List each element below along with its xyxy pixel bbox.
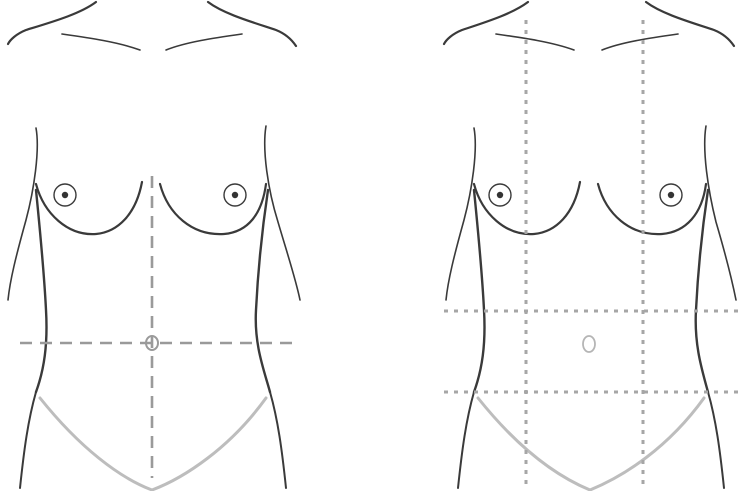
right-breast-right-curve [596, 182, 708, 236]
right-breast-left-curve [472, 180, 582, 236]
right-clavicle-right [601, 33, 679, 51]
left-inner-arm-right [263, 125, 301, 301]
right-nipples [488, 183, 683, 207]
right-nipple-right-dot [667, 191, 675, 199]
left-nipple-left-areola [53, 183, 77, 207]
right-lower-abdomen-curve [476, 396, 706, 491]
right-inner-arm-left [445, 127, 477, 301]
left-nipples [53, 183, 247, 207]
right-neck-line-left [442, 0, 530, 46]
right-waist-right [694, 188, 710, 394]
left-hip-right [269, 391, 287, 489]
left-inner-arm-left [7, 127, 39, 301]
right-torso-outline [442, 0, 737, 489]
right-waist-left [472, 188, 486, 394]
left-nipple-right-dot [231, 191, 239, 199]
left-waist-right [254, 188, 272, 394]
left-breast-right-curve [158, 182, 268, 236]
right-umbilicus-icon [582, 335, 596, 353]
left-torso-outline [6, 0, 301, 489]
left-clavicle-right [165, 33, 243, 51]
right-clavicle-left [495, 33, 575, 51]
right-inner-arm-right [703, 125, 737, 301]
right-hip-left [457, 391, 475, 489]
left-neck-line-left [6, 0, 98, 46]
right-neck-line-right [644, 0, 736, 48]
left-hip-left [19, 391, 37, 489]
left-neck-line-right [206, 0, 298, 48]
left-lower-abdomen-curve [38, 396, 268, 491]
left-nipple-left-dot [61, 191, 69, 199]
right-nipple-left-dot [496, 191, 504, 199]
right-hip-right [707, 391, 725, 489]
right-panel-nine-regions [442, 0, 738, 491]
left-panel-four-quadrants [6, 0, 301, 491]
left-waist-left [34, 188, 48, 394]
left-breast-left-curve [34, 180, 144, 236]
left-nipple-right-areola [223, 183, 247, 207]
right-nipple-right-areola [659, 183, 683, 207]
left-clavicle-left [61, 33, 141, 51]
right-nipple-left-areola [488, 183, 512, 207]
